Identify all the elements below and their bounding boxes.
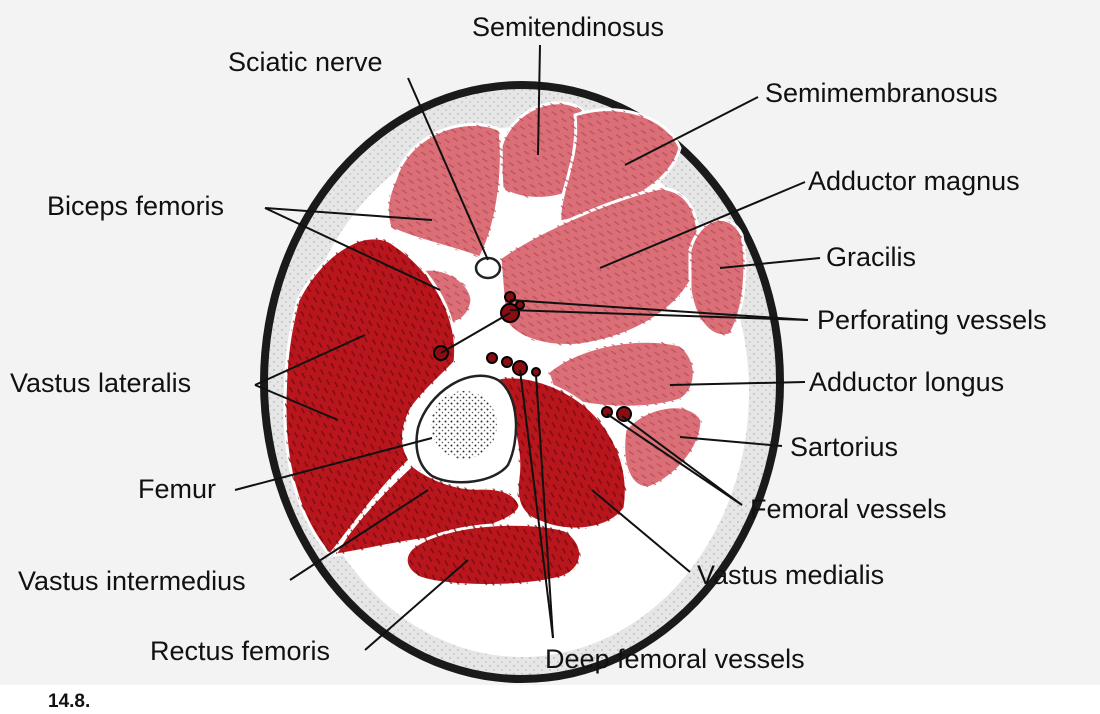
leader-line-biceps-femoris-1 bbox=[264, 207, 433, 221]
leader-line-femur bbox=[234, 437, 433, 491]
label-sciatic-nerve: Sciatic nerve bbox=[228, 47, 383, 77]
label-adductor-magnus: Adductor magnus bbox=[808, 166, 1020, 196]
femur-bone bbox=[415, 374, 518, 484]
leader-line-adductor-longus bbox=[669, 381, 806, 386]
labels: Semitendinosus Sciatic nerve Semimembran… bbox=[10, 12, 1047, 674]
red-muscle-texture bbox=[285, 237, 627, 586]
label-rectus-femoris: Rectus femoris bbox=[150, 636, 330, 666]
label-biceps-femoris: Biceps femoris bbox=[47, 191, 224, 221]
sciatic-nerve-shape bbox=[474, 256, 502, 280]
leader-line-rectus-femoris bbox=[364, 559, 469, 651]
leader-line-gracilis bbox=[719, 257, 821, 269]
leader-line-sciatic-nerve bbox=[407, 77, 489, 261]
label-vastus-intermedius: Vastus intermedius bbox=[18, 566, 246, 596]
deep-femoral-vessel-circle bbox=[531, 367, 541, 377]
label-adductor-longus: Adductor longus bbox=[809, 367, 1004, 397]
anterior-muscles bbox=[283, 236, 628, 587]
leader-line-deep-femoral-1 bbox=[519, 369, 554, 639]
leader-line-perforating-1 bbox=[509, 309, 809, 321]
label-deep-femoral-vessels: Deep femoral vessels bbox=[545, 644, 805, 674]
leader-line-semitendinosus bbox=[537, 44, 541, 156]
leader-line-perforating-2 bbox=[440, 312, 511, 354]
leader-line-biceps-femoris-2 bbox=[264, 207, 441, 291]
label-vastus-medialis: Vastus medialis bbox=[697, 560, 884, 590]
label-gracilis: Gracilis bbox=[826, 242, 916, 272]
label-semitendinosus: Semitendinosus bbox=[472, 12, 664, 42]
perforating-vessel-circle bbox=[515, 300, 525, 310]
leader-line-perforating-3 bbox=[509, 299, 809, 321]
leader-line-vastus-lateralis-1 bbox=[254, 334, 366, 386]
femur-marrow bbox=[431, 391, 497, 459]
leader-line-adductor-magnus bbox=[599, 181, 806, 269]
label-femur: Femur bbox=[138, 474, 216, 504]
leader-line-sartorius bbox=[679, 436, 783, 447]
leader-line-vastus-intermedius bbox=[289, 489, 429, 581]
label-sartorius: Sartorius bbox=[790, 432, 898, 462]
leader-line-vastus-lateralis-2 bbox=[254, 384, 339, 421]
label-femoral-vessels: Femoral vessels bbox=[750, 494, 947, 524]
leader-line-deep-femoral-2 bbox=[535, 374, 554, 639]
figure-number: 14.8. bbox=[48, 691, 90, 712]
leader-line-femoral-vessels-2 bbox=[606, 413, 743, 506]
femoral-vessel-circle bbox=[616, 406, 632, 422]
leader-line-vastus-medialis bbox=[591, 489, 691, 573]
deep-femoral-vessel-circle bbox=[486, 352, 498, 364]
leader-line-femoral-vessels-1 bbox=[621, 415, 743, 506]
posterior-medial-muscles bbox=[386, 101, 747, 490]
label-perforating-vessels: Perforating vessels bbox=[817, 305, 1047, 335]
leader-line-semimembranosus bbox=[624, 96, 759, 166]
label-vastus-lateralis: Vastus lateralis bbox=[10, 368, 191, 398]
leader-lines bbox=[234, 44, 821, 651]
pink-muscle-texture bbox=[387, 102, 745, 488]
label-semimembranosus: Semimembranosus bbox=[765, 78, 998, 108]
deep-femoral-vessel-circle bbox=[501, 356, 513, 368]
